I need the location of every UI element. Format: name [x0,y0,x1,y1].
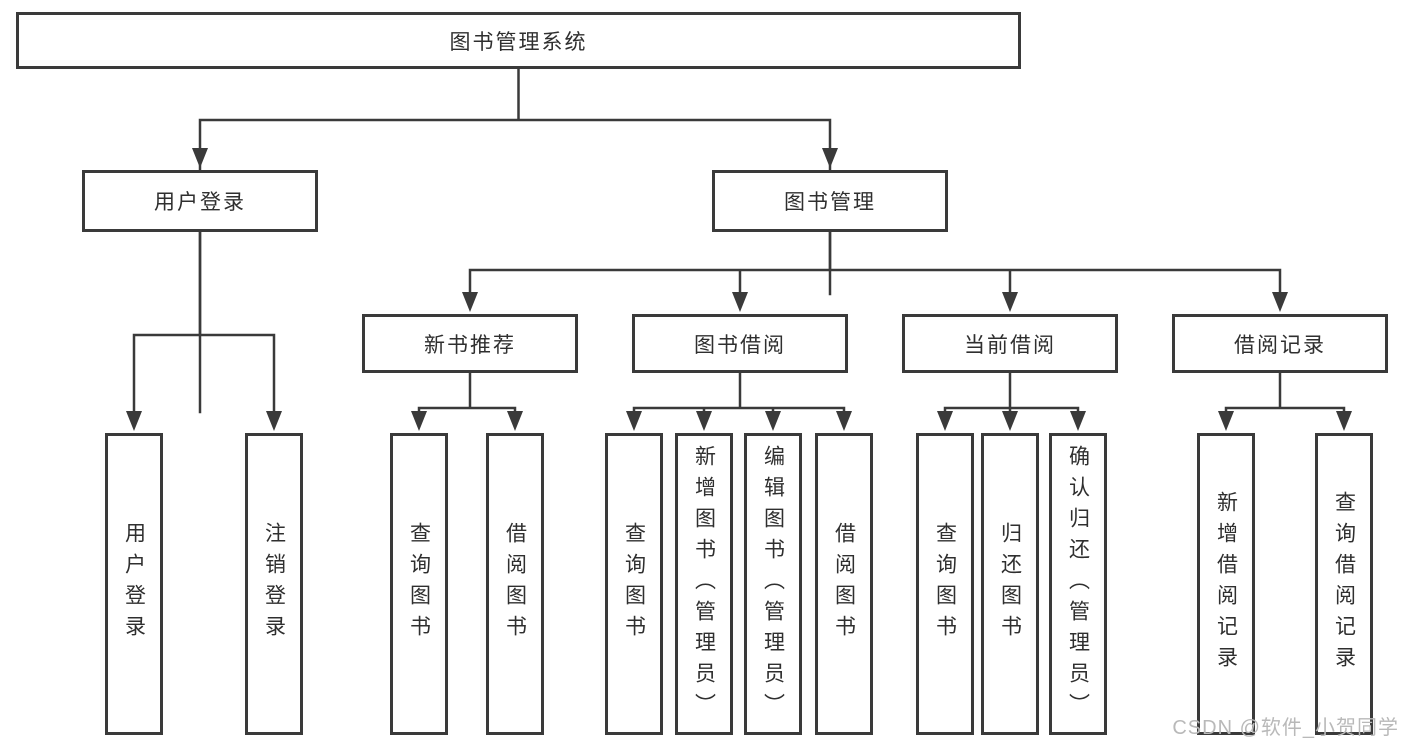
node-current-borrowing: 当前借阅 [902,314,1118,373]
node-book-management: 图书管理 [712,170,948,232]
node-current-borrowing-label: 当前借阅 [964,333,1056,357]
node-root: 图书管理系统 [16,12,1021,69]
leaf-borrowing-borrow-books: 借阅图书 [815,433,873,735]
leaf-current-query-books-label: 查询图书 [933,522,957,646]
leaf-logout: 注销登录 [245,433,303,735]
leaf-borrowing-query-books-label: 查询图书 [622,522,646,646]
leaf-borrowing-add-books-admin: 新增图书（管理员） [675,433,733,735]
connector-recommend-group [411,371,523,431]
leaf-recommend-query-books-label: 查询图书 [407,522,431,646]
connector-root-to-level2 [198,67,832,414]
csdn-watermark: CSDN @软件_小贺同学 [1172,717,1399,739]
leaf-user-login-label: 用户登录 [122,522,146,646]
leaf-records-query-borrow-record-label: 查询借阅记录 [1332,491,1356,677]
connector-current-group [937,371,1086,431]
leaf-borrowing-edit-books-admin: 编辑图书（管理员） [744,433,802,735]
leaf-recommend-borrow-books: 借阅图书 [486,433,544,735]
node-user-login-label: 用户登录 [154,191,246,214]
leaf-current-confirm-return-admin: 确认归还（管理员） [1049,433,1107,735]
leaf-borrowing-edit-books-admin-label: 编辑图书（管理员） [761,444,785,724]
node-new-book-recommend: 新书推荐 [362,314,578,373]
connector-borrowing-group [626,371,852,431]
leaf-current-return-books-label: 归还图书 [998,522,1022,646]
node-user-login: 用户登录 [82,170,318,232]
node-borrowing-records-label: 借阅记录 [1234,333,1326,357]
connector-records-group [1218,371,1352,431]
leaf-borrowing-borrow-books-label: 借阅图书 [832,522,856,646]
node-book-borrowing: 图书借阅 [632,314,848,373]
node-root-label: 图书管理系统 [449,30,588,54]
leaf-borrowing-add-books-admin-label: 新增图书（管理员） [692,444,716,724]
connector-user-login-group [126,230,282,431]
node-new-book-recommend-label: 新书推荐 [424,333,516,357]
leaf-logout-label: 注销登录 [262,522,286,646]
leaf-records-add-borrow-record: 新增借阅记录 [1197,433,1255,735]
node-book-management-label: 图书管理 [784,191,876,214]
leaf-current-confirm-return-admin-label: 确认归还（管理员） [1066,444,1090,724]
leaf-records-add-borrow-record-label: 新增借阅记录 [1214,491,1238,677]
node-book-borrowing-label: 图书借阅 [694,333,786,357]
leaf-current-query-books: 查询图书 [916,433,974,735]
leaf-borrowing-query-books: 查询图书 [605,433,663,735]
node-borrowing-records: 借阅记录 [1172,314,1388,373]
leaf-current-return-books: 归还图书 [981,433,1039,735]
connector-root-arrows [192,148,838,168]
leaf-user-login: 用户登录 [105,433,163,735]
leaf-recommend-query-books: 查询图书 [390,433,448,735]
leaf-records-query-borrow-record: 查询借阅记录 [1315,433,1373,735]
leaf-recommend-borrow-books-label: 借阅图书 [503,522,527,646]
connector-book-management-to-level3 [462,230,1288,312]
